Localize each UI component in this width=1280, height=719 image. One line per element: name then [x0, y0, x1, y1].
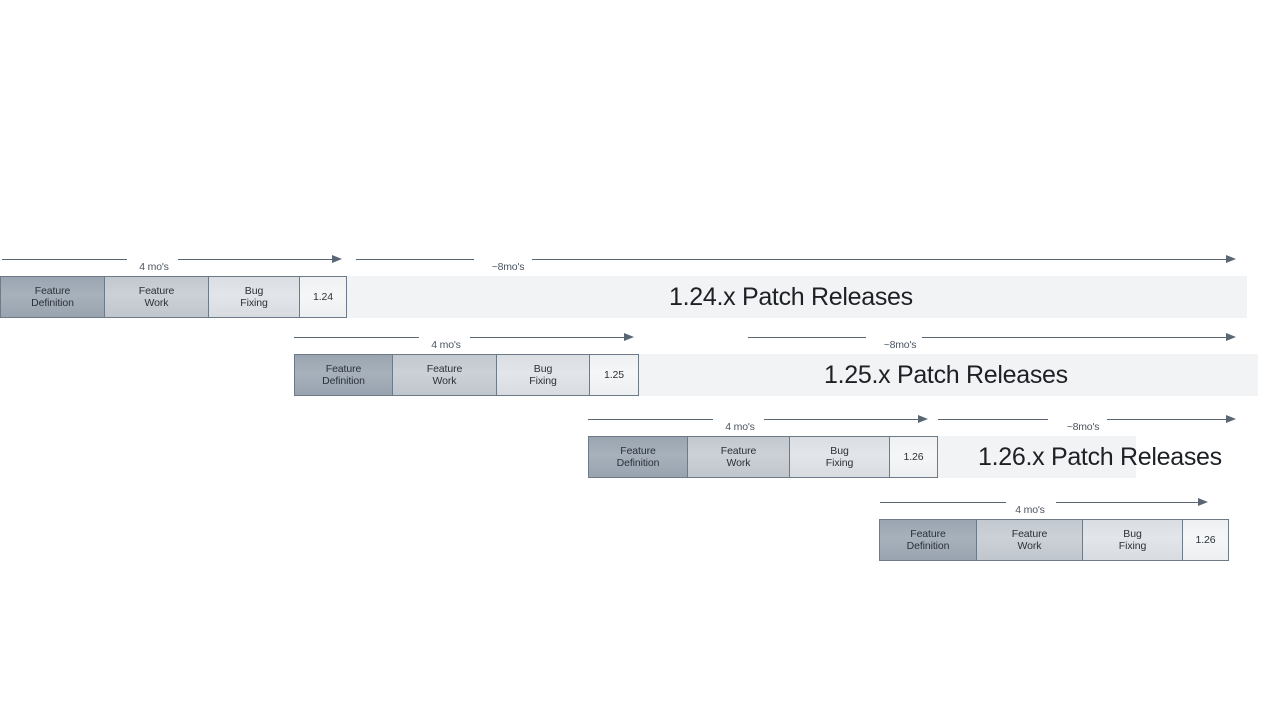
patch-release-label-1-25: 1.25.x Patch Releases	[824, 361, 1068, 389]
phase-feature-definition: Feature Definition	[294, 354, 393, 396]
phase-label-line1: Feature	[325, 362, 362, 375]
release-row-1-26-next: 4 mo's Feature Definition Feature Work B…	[0, 493, 1280, 561]
phase-feature-work: Feature Work	[104, 276, 209, 318]
phase-feature-work: Feature Work	[976, 519, 1083, 561]
dev-duration-label: 4 mo's	[1015, 504, 1045, 516]
measure-line-left	[588, 419, 713, 420]
measure-line-right	[1056, 502, 1199, 503]
phase-label-line1: Feature	[620, 444, 656, 457]
measure-line-right	[764, 419, 919, 420]
phase-label-line2: Work	[432, 375, 457, 387]
version-box-1-26: 1.26	[889, 436, 938, 478]
patch-duration-measure-1-25: ~8mo's	[748, 328, 1236, 351]
patch-release-bar-1-24	[340, 276, 1247, 318]
phase-feature-definition: Feature Definition	[588, 436, 688, 478]
phase-feature-work: Feature Work	[687, 436, 790, 478]
phase-label-line2: Work	[726, 457, 751, 469]
measure-line-left	[938, 419, 1048, 420]
phase-group-1-26-next: Feature Definition Feature Work Bug Fixi…	[879, 519, 1229, 561]
phase-label-line2: Definition	[906, 540, 950, 552]
phase-bug-fixing: Bug Fixing	[789, 436, 890, 478]
phase-label-line1: Feature	[426, 362, 463, 375]
version-box-1-24: 1.24	[299, 276, 347, 318]
phase-label-line2: Fixing	[240, 297, 268, 309]
release-row-1-26: 4 mo's ~8mo's 1.26.x Patch Releases Feat…	[0, 410, 1280, 478]
measure-line-left	[880, 502, 1006, 503]
phase-label-line1: Bug	[830, 444, 849, 457]
phase-group-1-26: Feature Definition Feature Work Bug Fixi…	[588, 436, 938, 478]
arrowhead-icon	[1198, 498, 1208, 506]
dev-duration-measure-1-24: 4 mo's	[2, 250, 342, 273]
patch-release-label-1-26: 1.26.x Patch Releases	[978, 443, 1222, 471]
dev-duration-label: 4 mo's	[139, 261, 169, 273]
phase-label-line1: Feature	[910, 527, 946, 540]
phase-label-line1: Bug	[244, 284, 264, 297]
phase-label-line2: Definition	[616, 457, 660, 469]
measure-line-left	[294, 337, 419, 338]
measure-line-left	[356, 259, 474, 260]
phase-label-line2: Fixing	[825, 457, 854, 469]
arrowhead-icon	[1226, 415, 1236, 423]
dev-duration-measure-1-26-next: 4 mo's	[880, 493, 1208, 516]
phase-label-line2: Work	[144, 297, 169, 309]
phase-label-line2: Fixing	[529, 375, 557, 387]
phase-label-line2: Work	[1017, 540, 1042, 552]
patch-release-label-1-24: 1.24.x Patch Releases	[669, 283, 913, 311]
patch-release-bar-1-26	[928, 436, 1136, 478]
arrowhead-icon	[624, 333, 634, 341]
phase-bug-fixing: Bug Fixing	[496, 354, 590, 396]
measure-line-right	[1107, 419, 1227, 420]
patch-duration-measure-1-26: ~8mo's	[938, 410, 1236, 433]
patch-release-bar-1-25	[633, 354, 1258, 396]
phase-label-line2: Fixing	[1118, 540, 1147, 552]
release-row-1-24: 4 mo's ~8mo's 1.24.x Patch Releases Feat…	[0, 250, 1280, 318]
phase-label-line1: Bug	[1123, 527, 1142, 540]
phase-group-1-25: Feature Definition Feature Work Bug Fixi…	[294, 354, 639, 396]
phase-bug-fixing: Bug Fixing	[208, 276, 300, 318]
patch-duration-measure-1-24: ~8mo's	[356, 250, 1236, 273]
version-box-1-26-next: 1.26	[1182, 519, 1229, 561]
version-box-1-25: 1.25	[589, 354, 639, 396]
dev-duration-measure-1-26: 4 mo's	[588, 410, 928, 433]
phase-bug-fixing: Bug Fixing	[1082, 519, 1183, 561]
phase-label-line2: Definition	[322, 375, 365, 387]
patch-duration-label: ~8mo's	[491, 261, 525, 273]
dev-duration-label: 4 mo's	[725, 421, 755, 433]
phase-label-line1: Bug	[533, 362, 553, 375]
dev-duration-label: 4 mo's	[431, 339, 461, 351]
dev-duration-measure-1-25: 4 mo's	[294, 328, 634, 351]
arrowhead-icon	[1226, 333, 1236, 341]
release-row-1-25: 4 mo's ~8mo's 1.25.x Patch Releases Feat…	[0, 328, 1280, 396]
phase-feature-definition: Feature Definition	[879, 519, 977, 561]
measure-line-right	[470, 337, 625, 338]
phase-label-line1: Feature	[720, 444, 757, 457]
phase-label-line1: Feature	[138, 284, 175, 297]
measure-line-right	[178, 259, 333, 260]
phase-label-line2: Definition	[31, 297, 74, 309]
measure-line-left	[2, 259, 127, 260]
measure-line-right	[922, 337, 1227, 338]
measure-line-right	[532, 259, 1227, 260]
phase-label-line1: Feature	[34, 284, 71, 297]
phase-feature-work: Feature Work	[392, 354, 497, 396]
phase-group-1-24: Feature Definition Feature Work Bug Fixi…	[0, 276, 347, 318]
patch-duration-label: ~8mo's	[1066, 421, 1100, 433]
phase-feature-definition: Feature Definition	[0, 276, 105, 318]
patch-duration-label: ~8mo's	[883, 339, 917, 351]
arrowhead-icon	[332, 255, 342, 263]
arrowhead-icon	[1226, 255, 1236, 263]
measure-line-left	[748, 337, 866, 338]
arrowhead-icon	[918, 415, 928, 423]
phase-label-line1: Feature	[1011, 527, 1048, 540]
